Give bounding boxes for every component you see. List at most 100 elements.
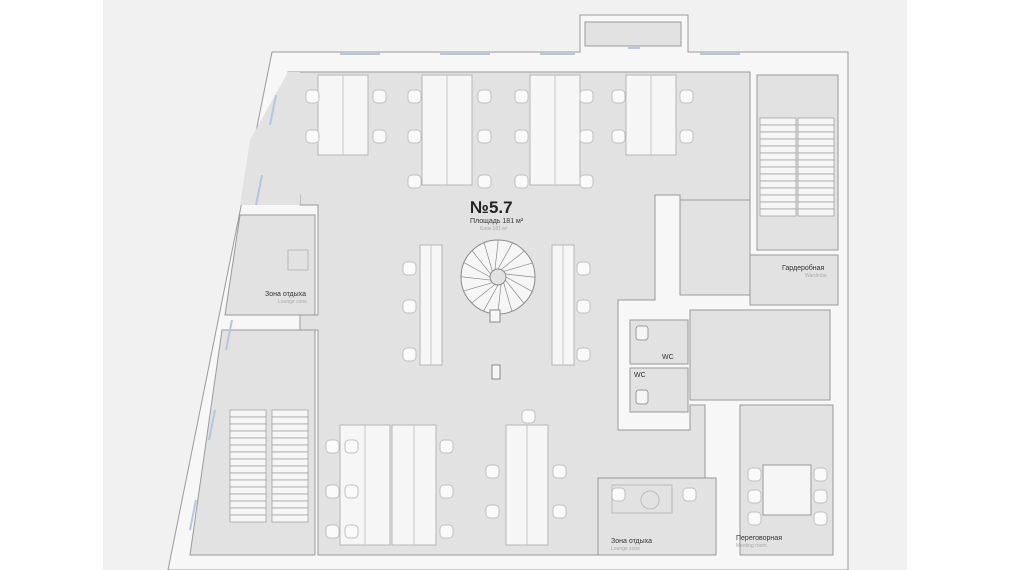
lounge-bottom-label: Зона отдыха (611, 538, 652, 545)
stair-step (797, 124, 835, 133)
windows (189, 47, 740, 531)
wardrobe-label: Гардеробная (782, 264, 825, 272)
stair-step (271, 409, 309, 418)
meeting-sub: Meeting room (736, 543, 767, 549)
spiral-step (503, 282, 513, 312)
hallway-right (679, 199, 751, 296)
chair (344, 524, 359, 539)
chair (439, 439, 454, 454)
chair (747, 511, 762, 526)
armchair (287, 249, 309, 271)
stair-step (271, 486, 309, 495)
chair (813, 467, 828, 482)
stair-step (229, 465, 267, 474)
column (489, 309, 501, 323)
top-niche (584, 21, 682, 47)
stair-step (759, 138, 797, 147)
lounge-left-label: Зона отдыха (265, 291, 306, 298)
stair-step (229, 514, 267, 523)
chair (579, 89, 594, 104)
chair (813, 511, 828, 526)
spiral-step (497, 242, 513, 270)
spiral-step (471, 284, 496, 304)
stair-step (229, 416, 267, 425)
stairs-left (229, 409, 309, 523)
spiral-step (505, 276, 533, 292)
stair-step (271, 423, 309, 432)
chair (344, 484, 359, 499)
chair (402, 261, 417, 276)
wc-label-2: WC (634, 372, 646, 379)
spiral-step (503, 262, 533, 272)
stair-step (271, 416, 309, 425)
wardrobe-room (749, 254, 839, 306)
chair (747, 489, 762, 504)
stair-step (229, 458, 267, 467)
stair-step (797, 131, 835, 140)
stair-step (271, 451, 309, 460)
meeting-label: Переговорная (736, 535, 782, 542)
stair-step (797, 152, 835, 161)
chair (552, 504, 567, 519)
spiral-step (463, 262, 491, 278)
chair (407, 129, 422, 144)
chair (372, 89, 387, 104)
chair (325, 439, 340, 454)
chair (485, 464, 500, 479)
stair-step (797, 187, 835, 196)
stair-step (229, 493, 267, 502)
spiral-steps (460, 239, 536, 315)
stair-step (229, 451, 267, 460)
stair-step (271, 472, 309, 481)
stair-step (759, 159, 797, 168)
toilet-icon (635, 325, 649, 341)
chair (305, 89, 320, 104)
spiral-step (497, 284, 502, 315)
spiral-step (460, 276, 491, 281)
lounge-bottom-sub: Lounge zone (611, 546, 640, 552)
lounge-sofa (611, 484, 673, 514)
chair (576, 261, 591, 276)
chair (325, 524, 340, 539)
chair (679, 89, 694, 104)
chair (344, 439, 359, 454)
chair (521, 409, 536, 424)
stair-step (229, 479, 267, 488)
stair-step (759, 117, 797, 126)
stair-step (759, 180, 797, 189)
column (491, 364, 501, 380)
stair-step (229, 486, 267, 495)
stair-step (229, 472, 267, 481)
spiral-step (500, 250, 525, 270)
stair-step (229, 437, 267, 446)
spiral-step (483, 284, 499, 312)
wardrobe-sub: Wardrobe (805, 273, 827, 279)
spiral-step (505, 279, 525, 304)
chair (813, 489, 828, 504)
chairs (305, 89, 828, 539)
lounge-left-room (224, 214, 316, 316)
chair (402, 299, 417, 314)
chair (576, 347, 591, 362)
stair-step (271, 493, 309, 502)
corridor-right (689, 309, 831, 401)
chair (407, 89, 422, 104)
chair (439, 484, 454, 499)
stair-step (759, 124, 797, 133)
chair (579, 174, 594, 189)
stair-step (759, 208, 797, 217)
toilet-icon (635, 389, 649, 405)
chair (611, 89, 626, 104)
stair-step (271, 444, 309, 453)
stair-step (271, 500, 309, 509)
stair-step (759, 131, 797, 140)
chair (372, 129, 387, 144)
unit-area-sub: Блок 181 м² (480, 226, 508, 232)
chair (477, 174, 492, 189)
chair (514, 174, 529, 189)
spiral-step (471, 250, 491, 275)
chair (552, 464, 567, 479)
stair-step (271, 507, 309, 516)
stair-step (229, 430, 267, 439)
stair-step (271, 458, 309, 467)
